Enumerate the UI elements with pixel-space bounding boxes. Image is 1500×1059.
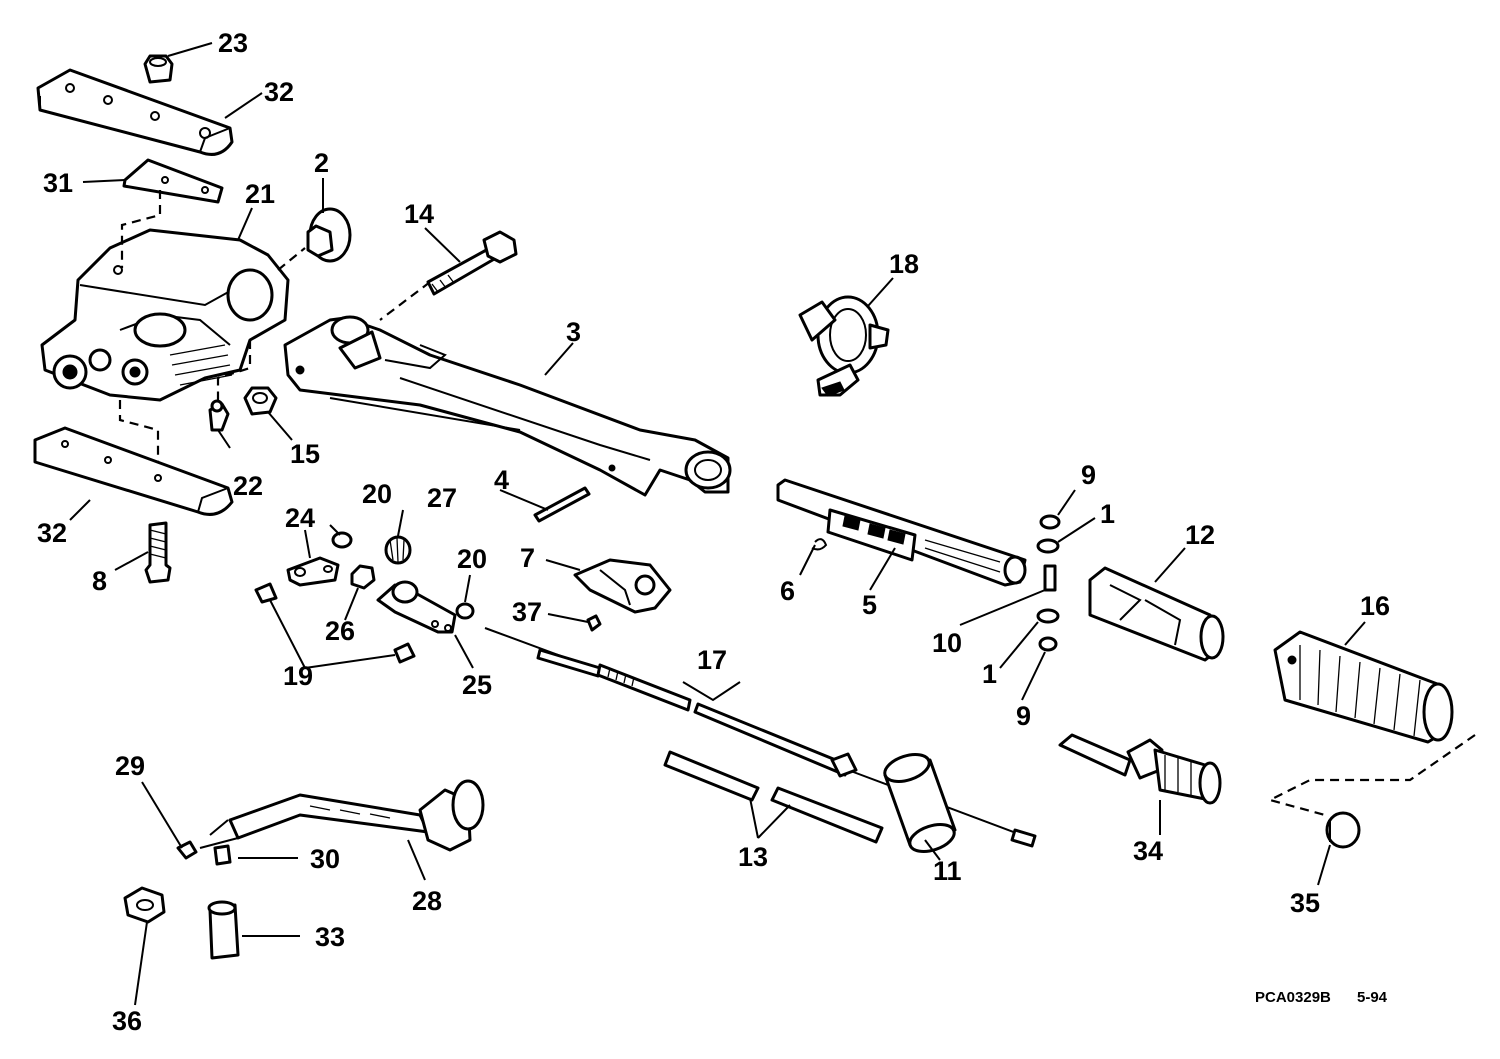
leader-lines	[69, 42, 1366, 1006]
callout-labels: 23 32 31 21 2 14 18 3 15 22 4 20 27 24 3…	[37, 28, 1390, 1036]
part-5-throttle-shaft	[776, 478, 1027, 587]
part-37-screw	[586, 614, 602, 632]
part-21-bracket	[40, 228, 290, 402]
callout-25: 25	[462, 670, 492, 700]
callout-4: 4	[494, 465, 509, 495]
part-10-stud	[1043, 564, 1057, 592]
callout-1-bottom: 1	[982, 659, 997, 689]
drawing-id: PCA0329B	[1255, 989, 1331, 1006]
callout-6: 6	[780, 576, 795, 606]
callout-31: 31	[43, 168, 73, 198]
callout-29: 29	[115, 751, 145, 781]
part-4-pin	[533, 486, 591, 523]
callout-32-upper: 32	[264, 77, 294, 107]
part-19-screw-a	[254, 582, 278, 604]
alignment-line-14-3	[379, 281, 431, 321]
callout-9-bottom: 9	[1016, 701, 1031, 731]
part-3-tiller-arm	[283, 315, 732, 497]
part-28-stop-switch-harness	[199, 779, 485, 852]
callout-11: 11	[933, 856, 962, 886]
callout-17: 17	[697, 645, 727, 675]
alignment-line-21-2	[277, 247, 306, 271]
part-12-throttle-core	[1088, 566, 1225, 662]
part-9-nut-bottom	[1038, 636, 1058, 652]
part-1-washer-top	[1036, 538, 1060, 554]
callout-24: 24	[285, 503, 315, 533]
part-29-ring-terminal	[176, 840, 198, 860]
part-26-nut	[350, 564, 376, 590]
drawing-date: 5-94	[1357, 989, 1388, 1006]
callout-20-a: 20	[362, 479, 392, 509]
callout-7: 7	[520, 543, 535, 573]
callout-21: 21	[245, 179, 275, 209]
callout-34: 34	[1133, 836, 1163, 866]
callout-14: 14	[404, 199, 434, 229]
part-1-washer-bottom	[1036, 608, 1060, 624]
part-35-end-cap	[1325, 811, 1361, 849]
callout-8: 8	[92, 566, 107, 596]
part-36-nut	[123, 886, 166, 924]
part-2-washer	[306, 207, 352, 263]
part-11-cable-housing	[883, 753, 957, 853]
part-30-connector	[213, 844, 232, 866]
part-18-cable-retainer	[798, 295, 890, 397]
callout-5: 5	[862, 590, 877, 620]
part-31-shim	[122, 158, 224, 204]
alignment-line-16-35	[1266, 734, 1476, 817]
callout-15: 15	[290, 439, 320, 469]
callout-27: 27	[427, 483, 457, 513]
callout-28: 28	[412, 886, 442, 916]
callout-26: 26	[325, 616, 355, 646]
part-27-knob	[384, 535, 412, 565]
callout-32-lower: 32	[37, 518, 67, 548]
part-20-washer-a	[331, 531, 353, 549]
part-23-nut	[143, 54, 174, 84]
part-14-bolt	[426, 230, 518, 296]
part-22-grease-fitting	[208, 399, 230, 432]
callout-9-top: 9	[1081, 460, 1096, 490]
part-13-sleeves	[663, 750, 884, 844]
alignment-line-21-32	[118, 400, 160, 475]
part-25-link	[376, 580, 457, 634]
part-8-bolt	[144, 521, 172, 584]
callout-3: 3	[566, 317, 581, 347]
callout-22: 22	[233, 471, 263, 501]
part-6-clip	[811, 538, 828, 551]
part-33-connector-boot	[207, 900, 240, 960]
part-16-throttle-grip	[1273, 630, 1454, 744]
part-32-upper-plate	[36, 68, 234, 156]
part-20-washer-b	[455, 602, 475, 620]
callout-36: 36	[112, 1006, 142, 1036]
callout-10: 10	[932, 628, 962, 658]
part-32-lower-plate	[33, 426, 234, 516]
part-15-nut	[243, 386, 278, 416]
part-17-throttle-cable	[484, 627, 1037, 848]
callout-23: 23	[218, 28, 248, 58]
part-7-throttle-bracket	[573, 558, 672, 614]
callout-12: 12	[1185, 520, 1215, 550]
part-34-friction-screw	[1058, 733, 1222, 805]
callout-2: 2	[314, 148, 329, 178]
part-24-clamp	[286, 556, 340, 587]
callout-20-b: 20	[457, 544, 487, 574]
callout-18: 18	[889, 249, 919, 279]
callout-33: 33	[315, 922, 345, 952]
callout-30: 30	[310, 844, 340, 874]
callout-1-top: 1	[1100, 499, 1115, 529]
callout-37: 37	[512, 597, 542, 627]
callout-35: 35	[1290, 888, 1320, 918]
callout-16: 16	[1360, 591, 1390, 621]
callout-19: 19	[283, 661, 313, 691]
part-19-screw-b	[393, 642, 416, 664]
callout-13: 13	[738, 842, 768, 872]
part-9-nut-top	[1039, 514, 1061, 530]
